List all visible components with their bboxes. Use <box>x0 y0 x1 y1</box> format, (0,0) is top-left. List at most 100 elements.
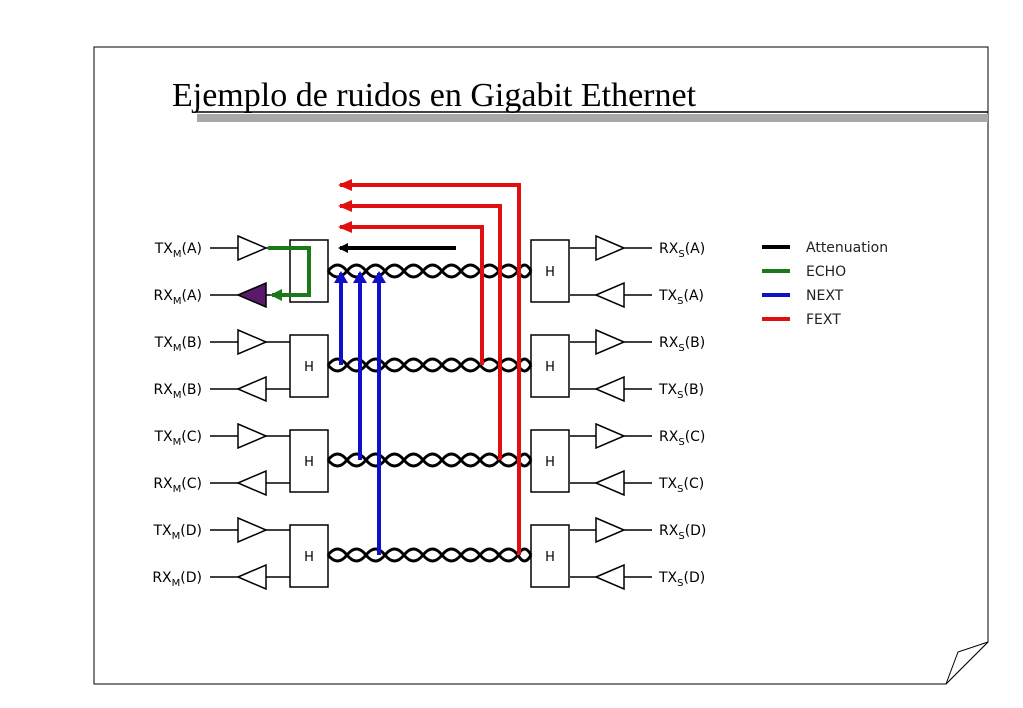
hybrid-box: H <box>530 334 570 398</box>
slave-port-label: TXS(C) <box>658 476 704 495</box>
receiver-amplifier <box>570 234 652 262</box>
hybrid-label: H <box>545 265 555 280</box>
folded-corner <box>945 641 989 685</box>
slave-port-label: RXS(A) <box>659 241 705 260</box>
port-label-subscript: M <box>173 484 182 495</box>
hybrid-box: H <box>530 239 570 303</box>
port-label-base: RX <box>152 570 172 586</box>
port-label-pair: (B) <box>684 382 705 398</box>
port-label-base: RX <box>659 523 679 539</box>
slide-title: Ejemplo de ruidos en Gigabit Ethernet <box>172 77 697 114</box>
hybrid-label: H <box>304 360 314 375</box>
port-label-subscript: M <box>173 296 182 307</box>
fext-path-b <box>338 221 484 365</box>
master-port-label: RXM(B) <box>154 382 203 401</box>
transmitter-amplifier <box>570 281 652 309</box>
master-port-label: TXM(C) <box>154 429 203 448</box>
hybrid-label: H <box>304 550 314 565</box>
port-label-pair: (D) <box>180 523 202 539</box>
port-label-subscript: S <box>678 249 684 260</box>
hybrid-label: H <box>545 360 555 375</box>
slave-port-labels: RXS(A)TXS(A)RXS(B)TXS(B)RXS(C)TXS(C)RXS(… <box>658 241 706 589</box>
slave-port-label: RXS(C) <box>659 429 705 448</box>
port-label-subscript: S <box>678 343 684 354</box>
twisted-pair <box>326 547 533 563</box>
slave-port-label: TXS(A) <box>658 288 704 307</box>
transmitter-amplifier <box>570 563 652 591</box>
port-label-pair: (A) <box>181 288 202 304</box>
port-label-pair: (C) <box>685 429 706 445</box>
transmitter-amplifier <box>570 469 652 497</box>
hybrid-box: H <box>289 524 329 588</box>
transmitter-amplifier <box>210 328 290 356</box>
port-label-base: TX <box>658 382 678 398</box>
port-label-subscript: S <box>677 390 683 401</box>
port-label-pair: (B) <box>181 335 202 351</box>
hybrid-boxes: H H H H H H H <box>289 239 570 588</box>
port-label-subscript: M <box>172 578 181 589</box>
port-label-base: RX <box>153 476 173 492</box>
receiver-amplifier <box>570 328 652 356</box>
slave-port-label: TXS(B) <box>658 382 704 401</box>
master-amplifiers <box>210 234 290 591</box>
receiver-amplifier <box>570 422 652 450</box>
port-label-subscript: M <box>172 531 181 542</box>
port-label-base: TX <box>154 241 174 257</box>
port-label-subscript: M <box>173 249 182 260</box>
hybrid-label: H <box>545 455 555 470</box>
legend-item: Attenuation <box>762 240 888 256</box>
master-port-label: TXM(B) <box>154 335 202 354</box>
master-port-label: RXM(A) <box>154 288 202 307</box>
legend-label: NEXT <box>806 288 844 304</box>
hybrid-label: H <box>545 550 555 565</box>
master-port-labels: TXM(A)RXM(A)TXM(B)RXM(B)TXM(C)RXM(C)TXM(… <box>152 241 202 589</box>
port-label-pair: (B) <box>181 382 202 398</box>
hybrid-box: H <box>530 429 570 493</box>
port-label-pair: (D) <box>685 523 707 539</box>
port-label-subscript: S <box>677 484 683 495</box>
legend-label: Attenuation <box>806 240 888 256</box>
port-label-base: RX <box>659 335 679 351</box>
transmitter-amplifier <box>210 516 290 544</box>
port-label-base: TX <box>154 429 174 445</box>
master-port-label: TXM(A) <box>154 241 202 260</box>
port-label-pair: (D) <box>180 570 202 586</box>
legend-label: FEXT <box>806 312 841 328</box>
hybrid-box: H <box>289 334 329 398</box>
receiver-amplifier <box>210 375 290 403</box>
master-port-label: RXM(D) <box>152 570 202 589</box>
port-label-subscript: S <box>677 578 683 589</box>
port-label-pair: (C) <box>181 476 202 492</box>
title-underline-shadow <box>197 114 988 122</box>
port-label-pair: (B) <box>685 335 706 351</box>
slave-amplifiers <box>570 234 652 591</box>
port-label-base: RX <box>154 288 174 304</box>
master-port-label: RXM(C) <box>153 476 202 495</box>
port-label-pair: (D) <box>684 570 706 586</box>
slave-port-label: TXS(D) <box>658 570 705 589</box>
hybrid-box: H <box>289 429 329 493</box>
port-label-subscript: M <box>173 390 182 401</box>
port-label-base: RX <box>154 382 174 398</box>
port-label-base: TX <box>658 288 678 304</box>
echo-path <box>268 246 311 301</box>
port-label-base: TX <box>154 335 174 351</box>
receiver-amplifier <box>210 469 290 497</box>
legend-item: NEXT <box>762 288 844 304</box>
legend-item: ECHO <box>762 264 846 280</box>
port-label-base: RX <box>659 241 679 257</box>
port-label-pair: (A) <box>684 288 705 304</box>
legend-item: FEXT <box>762 312 841 328</box>
port-label-pair: (C) <box>684 476 705 492</box>
fext-path-c <box>338 200 502 460</box>
fext-paths <box>338 179 521 555</box>
hybrid-box: H <box>530 524 570 588</box>
port-label-pair: (C) <box>181 429 202 445</box>
port-label-base: TX <box>658 570 678 586</box>
receiver-amplifier <box>210 563 290 591</box>
port-label-subscript: M <box>173 343 182 354</box>
port-label-pair: (A) <box>181 241 202 257</box>
hybrid-label: H <box>304 455 314 470</box>
next-paths <box>334 271 386 555</box>
